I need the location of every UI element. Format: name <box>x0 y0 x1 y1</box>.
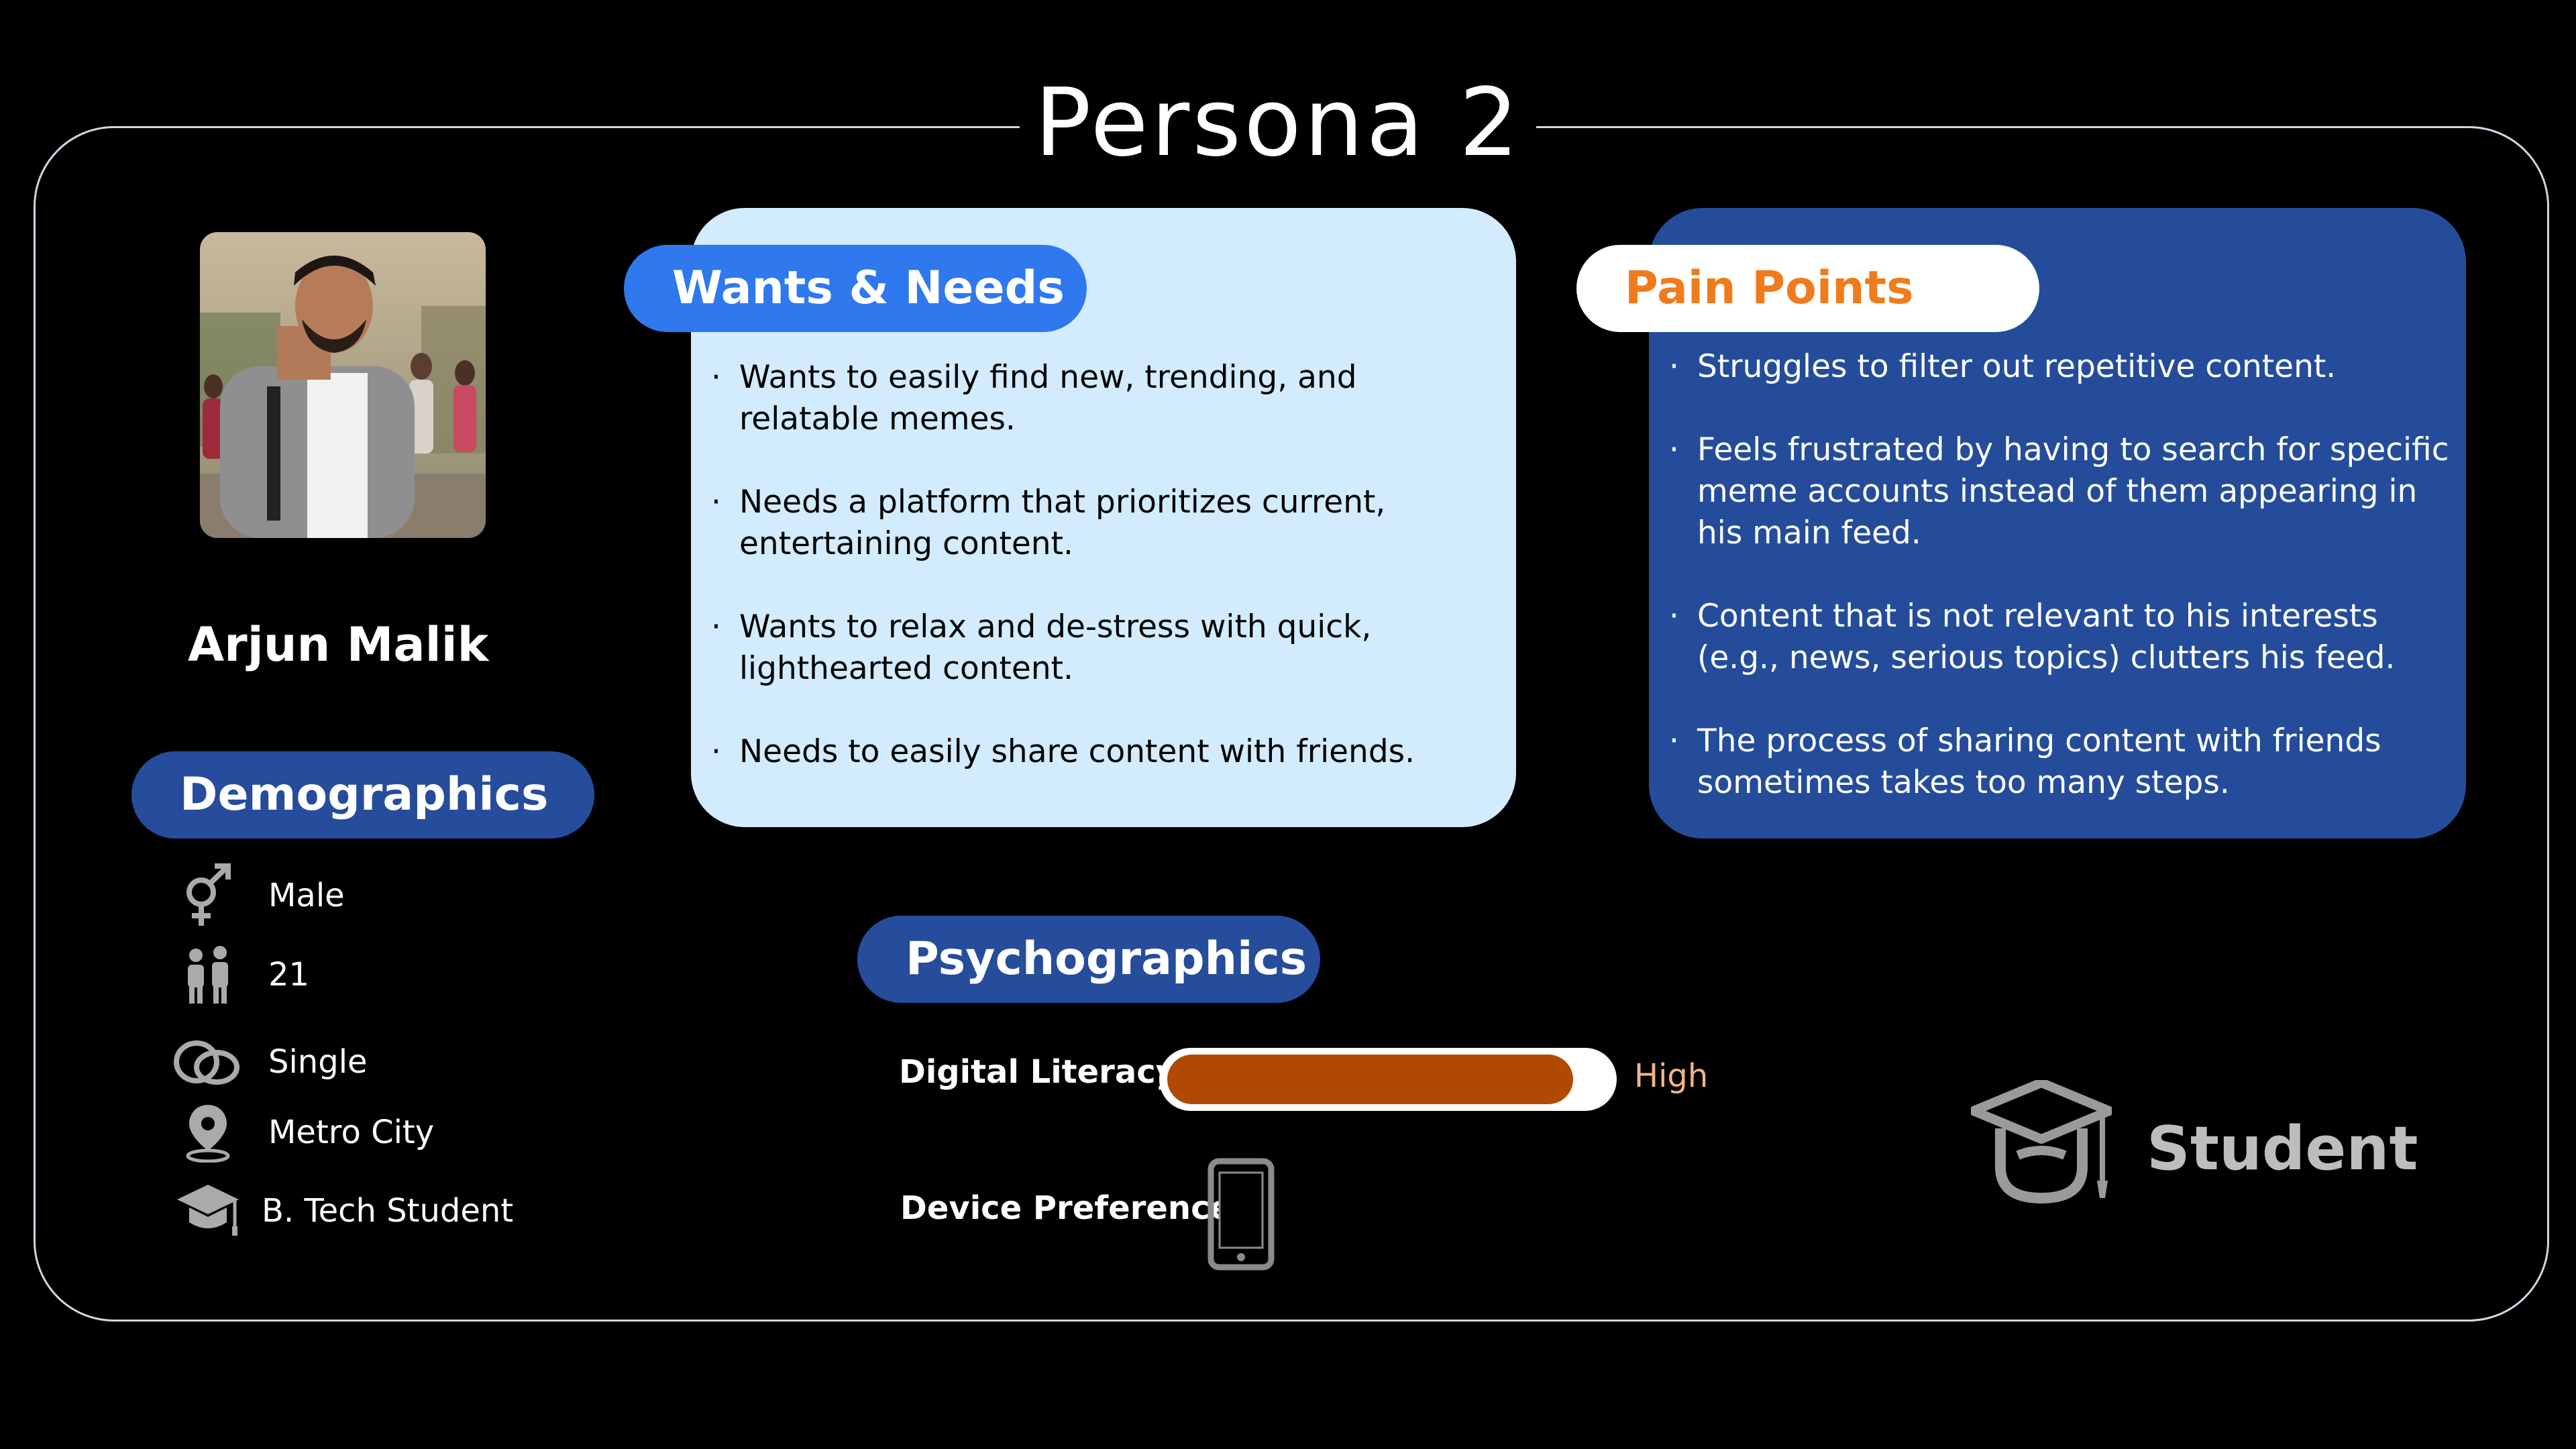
demographic-location: Metro City <box>168 1102 434 1163</box>
graduation-cap-icon <box>168 1181 248 1241</box>
list-item: Wants to relax and de-stress with quick,… <box>711 606 1503 690</box>
persona-photo <box>200 232 486 538</box>
demographic-text: Male <box>268 877 345 914</box>
list-item: Needs to easily share content with frien… <box>711 731 1503 773</box>
digital-literacy-bar <box>1159 1048 1617 1111</box>
digital-literacy-bar-fill <box>1167 1055 1573 1104</box>
rings-icon <box>168 1032 248 1092</box>
list-item: Content that is not relevant to his inte… <box>1669 596 2461 679</box>
demographic-text: B. Tech Student <box>262 1192 514 1230</box>
demographic-text: Metro City <box>268 1114 435 1151</box>
demographic-gender: Male <box>168 863 345 926</box>
list-item: The process of sharing content with frie… <box>1669 720 2461 804</box>
psychographics-heading: Psychographics <box>857 916 1320 1003</box>
occupation-label: Student <box>2147 1114 2418 1184</box>
persona-name: Arjun Malik <box>188 617 489 672</box>
location-pin-icon <box>168 1102 248 1163</box>
list-item: Needs a platform that prioritizes curren… <box>711 482 1503 565</box>
device-preference-label: Device Preference : <box>900 1189 1256 1227</box>
digital-literacy-value: High <box>1634 1057 1709 1095</box>
demographic-education: B. Tech Student <box>168 1181 513 1241</box>
gender-icon <box>168 863 248 926</box>
pain-points-heading: Pain Points <box>1576 245 2039 332</box>
list-item: Struggles to filter out repetitive conte… <box>1669 346 2461 388</box>
smartphone-icon <box>1208 1158 1275 1273</box>
demographic-text: Single <box>268 1043 368 1081</box>
demographic-relationship: Single <box>168 1032 368 1092</box>
wants-needs-heading: Wants & Needs <box>624 245 1087 332</box>
list-item: Wants to easily find new, trending, and … <box>711 357 1503 440</box>
digital-literacy-label: Digital Literacy : <box>899 1053 1201 1091</box>
demographic-age: 21 <box>168 945 309 1005</box>
demographic-text: 21 <box>268 956 310 994</box>
age-icon <box>168 945 248 1005</box>
demographics-heading: Demographics <box>131 751 594 839</box>
student-cap-icon <box>1969 1078 2114 1208</box>
page-title: Persona 2 <box>1020 64 1536 182</box>
list-item: Feels frustrated by having to search for… <box>1669 429 2461 554</box>
pain-points-list: Struggles to filter out repetitive conte… <box>1669 346 2461 845</box>
wants-needs-list: Wants to easily find new, trending, and … <box>711 357 1503 814</box>
